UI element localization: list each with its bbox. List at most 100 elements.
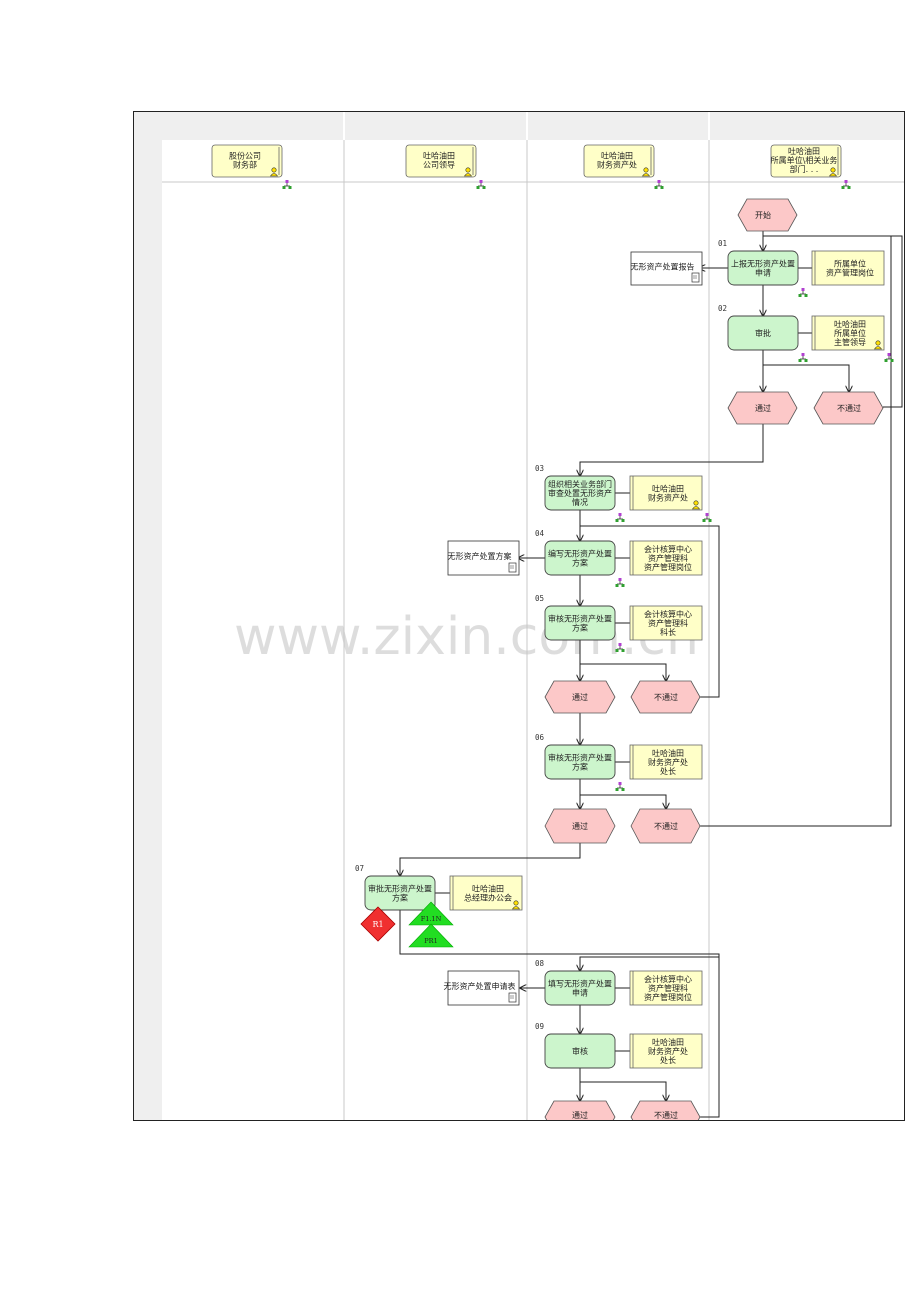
org-chart-icon xyxy=(654,180,664,189)
flowchart-frame: www.zixin.com.cn xyxy=(133,111,905,1121)
top-band xyxy=(134,112,904,140)
step-03: 组织相关业务部门审查处置无形资产情况 03 吐哈油田财务资产处 xyxy=(535,464,712,522)
start-event xyxy=(737,198,798,232)
step-08-number: 08 xyxy=(535,959,545,968)
event-pass-1-label: 通过 xyxy=(755,403,771,413)
step-07-role-label: 吐哈油田总经理办公会 xyxy=(464,884,512,903)
step-06: 审核无形资产处置方案 06 吐哈油田财务资产处处长 xyxy=(535,733,703,791)
event-pass-2: 通过 xyxy=(544,680,616,714)
lane-header-3-label: 吐哈油田财务资产处 xyxy=(597,151,637,170)
event-pass-3: 通过 xyxy=(544,808,616,844)
step-01: 上报无形资产处置申请 01 所属单位资产管理岗位 无形资产处置报告 xyxy=(631,239,885,297)
step-01-role: 所属单位资产管理岗位 xyxy=(811,250,885,286)
org-chart-icon xyxy=(615,578,625,587)
role-icon xyxy=(463,167,473,177)
step-06-label: 审核无形资产处置方案 xyxy=(548,753,612,772)
step-05-role: 会计核算中心资产管理科科长 xyxy=(629,605,703,641)
control-marker-2: PR1 xyxy=(408,923,454,948)
step-03-number: 03 xyxy=(535,464,544,473)
step-04-document-label: 无形资产处置方案 xyxy=(448,551,512,561)
org-chart-icon xyxy=(798,353,808,362)
lane-header-2-label: 吐哈油田公司领导 xyxy=(423,151,455,170)
step-05: 审核无形资产处置方案 05 会计核算中心资产管理科科长 xyxy=(535,594,703,652)
risk-marker: R1 xyxy=(360,906,396,942)
event-fail-3: 不通过 xyxy=(630,808,701,844)
org-chart-icon xyxy=(615,513,625,522)
step-03-label: 组织相关业务部门审查处置无形资产情况 xyxy=(548,479,612,507)
org-chart-icon xyxy=(476,180,486,189)
left-band xyxy=(134,112,162,1120)
step-04-number: 04 xyxy=(535,529,545,538)
step-07: 审批无形资产处置方案 07 吐哈油田总经理办公会 xyxy=(355,864,523,911)
event-fail-3-label: 不通过 xyxy=(654,821,678,831)
step-01-role-label: 所属单位资产管理岗位 xyxy=(826,259,874,278)
role-icon xyxy=(511,900,521,910)
step-02-label: 审批 xyxy=(755,328,771,338)
step-09-label: 审核 xyxy=(572,1046,588,1056)
step-05-role-label: 会计核算中心资产管理科科长 xyxy=(644,609,692,637)
org-chart-icon xyxy=(282,180,292,189)
step-07-number: 07 xyxy=(355,864,364,873)
step-08-document-label: 无形资产处置申请表 xyxy=(444,981,516,991)
event-fail-1: 不通过 xyxy=(813,391,884,425)
step-01-number: 01 xyxy=(718,239,727,248)
step-04-label: 编写无形资产处置方案 xyxy=(548,549,612,568)
org-chart-icon xyxy=(615,643,625,652)
lane-header-1: 股份公司财务部 xyxy=(211,144,292,189)
lane-header-3: 吐哈油田财务资产处 xyxy=(583,144,664,189)
org-chart-icon xyxy=(884,353,894,362)
step-05-number: 05 xyxy=(535,594,544,603)
connectors xyxy=(400,231,903,1118)
role-icon xyxy=(691,500,701,510)
event-pass-4-label: 通过 xyxy=(572,1110,588,1120)
step-01-document: 无形资产处置报告 xyxy=(631,251,703,286)
step-08-document: 无形资产处置申请表 xyxy=(444,970,520,1006)
step-07-role: 吐哈油田总经理办公会 xyxy=(449,875,523,911)
event-fail-1-label: 不通过 xyxy=(837,403,861,413)
flowchart-canvas: www.zixin.com.cn xyxy=(134,112,904,1120)
event-fail-2-label: 不通过 xyxy=(654,692,678,702)
start-event-label: 开始 xyxy=(755,210,771,220)
step-05-label: 审核无形资产处置方案 xyxy=(548,614,612,633)
step-09-number: 09 xyxy=(535,1022,544,1031)
org-chart-icon xyxy=(841,180,851,189)
step-09-role: 吐哈油田财务资产处处长 xyxy=(629,1033,703,1069)
lane-header-1-label: 股份公司财务部 xyxy=(229,151,261,170)
step-06-role: 吐哈油田财务资产处处长 xyxy=(629,744,703,780)
event-pass-3-label: 通过 xyxy=(572,821,588,831)
control-marker-2-label: PR1 xyxy=(424,937,437,945)
role-icon xyxy=(828,167,838,177)
event-fail-4-label: 不通过 xyxy=(654,1110,678,1120)
step-04-role: 会计核算中心资产管理科资产管理岗位 xyxy=(629,540,703,576)
event-fail-2: 不通过 xyxy=(630,680,701,714)
step-06-role-label: 吐哈油田财务资产处处长 xyxy=(648,748,688,776)
step-02-role-label: 吐哈油田所属单位主管领导 xyxy=(834,319,866,347)
event-pass-4: 通过 xyxy=(544,1100,616,1120)
document-icon xyxy=(508,562,517,573)
step-09-role-label: 吐哈油田财务资产处处长 xyxy=(648,1037,688,1065)
org-chart-icon xyxy=(615,782,625,791)
step-03-role-label: 吐哈油田财务资产处 xyxy=(648,484,688,503)
lane-header-2: 吐哈油田公司领导 xyxy=(405,144,486,189)
lane-header-4-label: 吐哈油田所属单位\相关业务部门. . . xyxy=(771,146,838,174)
step-07-label: 审批无形资产处置方案 xyxy=(368,884,432,903)
watermark: www.zixin.com.cn xyxy=(234,607,699,667)
step-06-number: 06 xyxy=(535,733,545,742)
role-icon xyxy=(873,340,883,350)
step-04: 编写无形资产处置方案 04 会计核算中心资产管理科资产管理岗位 无形资产处置方案 xyxy=(448,529,703,587)
step-09: 审核 09 吐哈油田财务资产处处长 xyxy=(535,1022,703,1069)
role-icon xyxy=(641,167,651,177)
org-chart-icon xyxy=(798,288,808,297)
event-fail-4: 不通过 xyxy=(630,1100,701,1120)
document-icon xyxy=(508,992,517,1003)
event-pass-1: 通过 xyxy=(727,391,798,425)
control-marker-1-label: F1.1N xyxy=(421,915,442,923)
risk-marker-label: R1 xyxy=(372,920,383,929)
org-chart-icon xyxy=(702,513,712,522)
lane-header-4: 吐哈油田所属单位\相关业务部门. . . xyxy=(770,144,851,189)
event-pass-2-label: 通过 xyxy=(572,692,588,702)
step-01-document-label: 无形资产处置报告 xyxy=(631,262,695,272)
step-01-label: 上报无形资产处置申请 xyxy=(731,259,795,278)
step-04-role-label: 会计核算中心资产管理科资产管理岗位 xyxy=(644,544,692,572)
